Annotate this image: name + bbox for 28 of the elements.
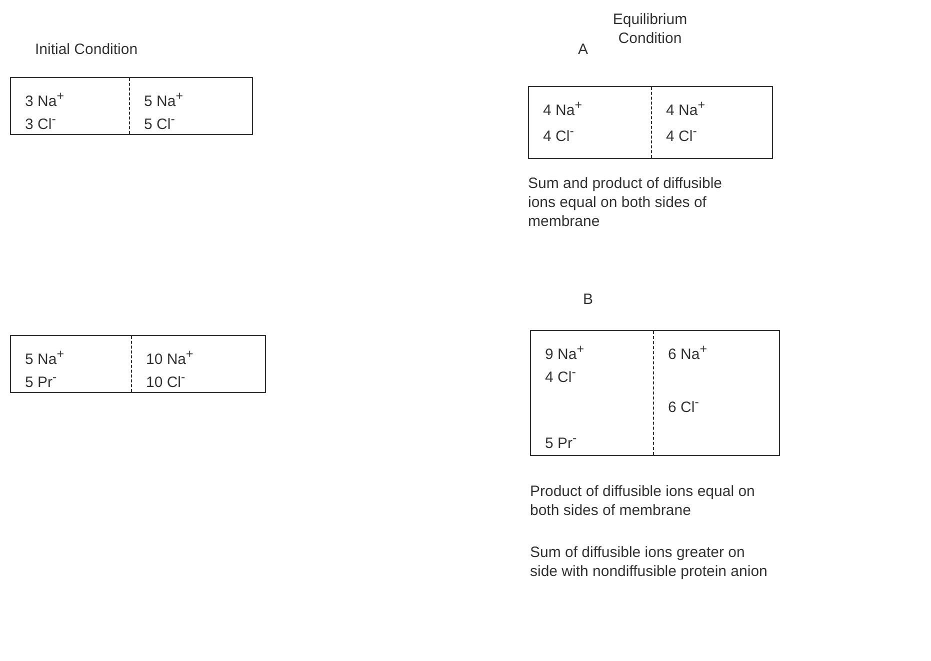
ion-label: 4 Cl$^{-}$ <box>545 364 576 387</box>
ion-label: 10 Na$^{+}$ <box>146 346 194 369</box>
note-text: Sum of diffusible ions greater on side with nondiffusible protein anion <box>530 543 768 581</box>
ion-label: 4 Cl$^{-}$ <box>543 123 574 146</box>
ion-label: 5 Na$^{+}$ <box>25 346 64 369</box>
ion-label: 9 Na$^{+}$ <box>545 341 584 364</box>
membrane-box <box>10 77 253 135</box>
note-text: Product of diffusible ions equal on both sides of membrane <box>530 482 756 520</box>
ion-label: 5 Pr$^{-}$ <box>25 369 57 392</box>
ion-label: 4 Na$^{+}$ <box>543 97 582 120</box>
membrane-box <box>528 86 773 159</box>
ion-label: 3 Na$^{+}$ <box>25 88 64 111</box>
ion-label: 5 Cl$^{-}$ <box>144 111 175 134</box>
ion-label: 5 Na$^{+}$ <box>144 88 183 111</box>
condition-heading: Initial Condition <box>35 40 139 59</box>
ion-label: 10 Cl$^{-}$ <box>146 369 186 392</box>
membrane-box <box>530 330 780 456</box>
panel-letter: A <box>578 40 590 59</box>
membrane-box <box>10 335 266 393</box>
ion-label: 3 Cl$^{-}$ <box>25 111 56 134</box>
ion-label: 5 Pr$^{-}$ <box>545 430 577 453</box>
ion-label: 6 Cl$^{-}$ <box>668 394 699 417</box>
panel-letter: B <box>583 290 594 309</box>
ion-label: 6 Na$^{+}$ <box>668 341 707 364</box>
note-text: Sum and product of diffusible ions equal on both sides of membrane <box>528 174 724 231</box>
ion-label: 4 Cl$^{-}$ <box>666 123 697 146</box>
condition-heading: Equilibrium Condition <box>612 10 688 48</box>
ion-label: 4 Na$^{+}$ <box>666 97 705 120</box>
